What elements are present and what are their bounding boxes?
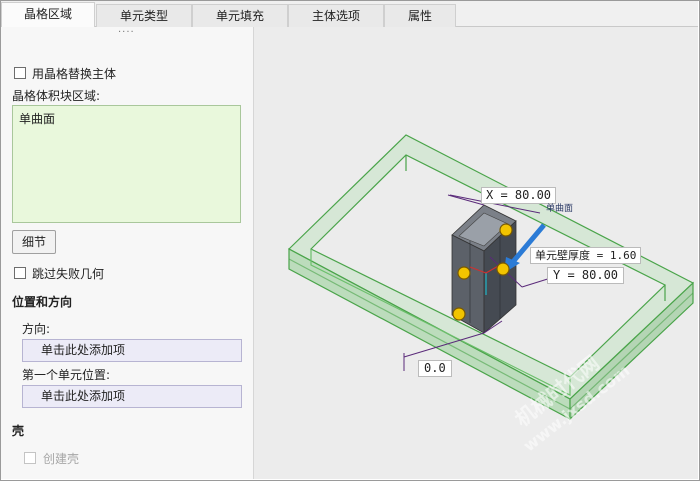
lattice-region-collector[interactable]: 单曲面	[12, 105, 241, 223]
replace-body-checkbox[interactable]	[14, 67, 26, 79]
surface-tag: 单曲面	[546, 204, 574, 214]
first-cell-collector[interactable]: 单击此处添加项	[22, 385, 242, 408]
create-shell-checkbox[interactable]	[24, 452, 36, 464]
first-cell-placeholder: 单击此处添加项	[41, 389, 126, 403]
lattice-region-label: 晶格体积块区域:	[12, 89, 101, 103]
handle-center[interactable]	[496, 262, 510, 276]
position-heading: 位置和方向	[12, 295, 73, 309]
graphics-viewport[interactable]: 机械时代网 www.jxsd.com X = 80.00 单曲面 单元壁厚度 =…	[254, 27, 698, 479]
drag-handles[interactable]	[452, 223, 513, 321]
create-shell-label: 创建壳	[43, 452, 80, 466]
direction-label: 方向:	[22, 322, 51, 336]
lattice-region-value: 单曲面	[19, 112, 56, 126]
direction-placeholder: 单击此处添加项	[41, 343, 126, 357]
details-button[interactable]: 细节	[12, 230, 56, 254]
skip-failed-checkbox[interactable]	[14, 267, 26, 279]
first-cell-label: 第一个单元位置:	[22, 368, 111, 382]
direction-collector[interactable]: 单击此处添加项	[22, 339, 242, 362]
shell-heading: 壳	[12, 424, 25, 438]
skip-failed-label: 跳过失败几何	[32, 267, 105, 281]
model-canvas: 机械时代网 www.jxsd.com	[287, 134, 695, 455]
tab-properties[interactable]: 属性	[384, 4, 456, 27]
y-dimension-label[interactable]: Y = 80.00	[547, 267, 625, 284]
panel-grip[interactable]: ····	[118, 27, 135, 38]
tab-cell-type[interactable]: 单元类型	[96, 4, 192, 27]
x-dimension-label[interactable]: X = 80.00	[481, 187, 557, 204]
handle-bottom[interactable]	[452, 307, 466, 321]
wall-thickness-label[interactable]: 单元壁厚度 = 1.60	[530, 247, 642, 264]
tab-lattice-region[interactable]: 晶格区域	[1, 2, 95, 28]
handle-left[interactable]	[457, 266, 471, 280]
tab-cell-fill[interactable]: 单元填充	[192, 4, 288, 27]
lattice-region-panel: ···· 用晶格替换主体 晶格体积块区域: 单曲面 细节 跳过失败几何 位置和方…	[1, 27, 254, 479]
tab-bar: 晶格区域 单元类型 单元填充 主体选项 属性	[1, 1, 698, 28]
replace-body-label: 用晶格替换主体	[32, 67, 117, 81]
handle-top[interactable]	[499, 223, 513, 237]
offset-dimension-label[interactable]: 0.0	[418, 360, 452, 377]
tab-body-options[interactable]: 主体选项	[288, 4, 384, 27]
